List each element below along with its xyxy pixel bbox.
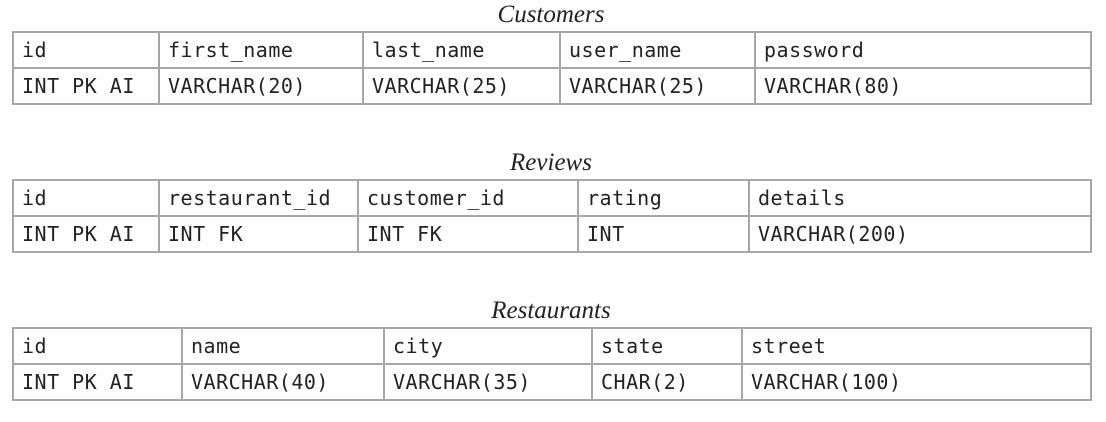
column-type-cell: INT PK AI: [12, 67, 160, 105]
customers-schema: Customers id first_name last_name user_n…: [12, 0, 1092, 105]
column-name-cell: name: [181, 327, 385, 365]
column-name-row: id restaurant_id customer_id rating deta…: [12, 179, 1092, 217]
column-type-cell: INT PK AI: [12, 215, 160, 253]
column-name-cell: street: [741, 327, 1092, 365]
customers-table-title: Customers: [497, 1, 605, 28]
column-name-cell: restaurant_id: [158, 179, 359, 217]
column-type-cell: INT: [577, 215, 750, 253]
column-name-cell: city: [383, 327, 593, 365]
column-name-cell: password: [754, 31, 1092, 69]
column-type-cell: CHAR(2): [591, 363, 743, 401]
column-type-row: INT PK AI INT FK INT FK INT VARCHAR(200): [12, 215, 1092, 253]
column-type-cell: VARCHAR(25): [362, 67, 561, 105]
column-name-cell: state: [591, 327, 743, 365]
column-name-cell: rating: [577, 179, 750, 217]
customers-table: id first_name last_name user_name passwo…: [12, 31, 1092, 105]
column-name-cell: details: [748, 179, 1092, 217]
reviews-schema: Reviews id restaurant_id customer_id rat…: [12, 148, 1092, 253]
column-type-cell: INT PK AI: [12, 363, 183, 401]
restaurants-table: id name city state street INT PK AI VARC…: [12, 327, 1092, 401]
column-type-cell: VARCHAR(20): [158, 67, 364, 105]
column-type-cell: INT FK: [158, 215, 359, 253]
column-name-cell: last_name: [362, 31, 561, 69]
column-type-cell: VARCHAR(80): [754, 67, 1092, 105]
reviews-table: id restaurant_id customer_id rating deta…: [12, 179, 1092, 253]
column-name-row: id first_name last_name user_name passwo…: [12, 31, 1092, 69]
restaurants-table-title: Restaurants: [491, 297, 611, 324]
restaurants-schema: Restaurants id name city state street IN…: [12, 296, 1092, 401]
column-type-cell: INT FK: [357, 215, 579, 253]
column-type-cell: VARCHAR(35): [383, 363, 593, 401]
column-type-cell: VARCHAR(25): [559, 67, 756, 105]
column-name-cell: user_name: [559, 31, 756, 69]
column-name-cell: first_name: [158, 31, 364, 69]
column-type-row: INT PK AI VARCHAR(20) VARCHAR(25) VARCHA…: [12, 67, 1092, 105]
column-type-cell: VARCHAR(40): [181, 363, 385, 401]
column-type-cell: VARCHAR(100): [741, 363, 1092, 401]
column-name-cell: id: [12, 31, 160, 69]
column-name-cell: customer_id: [357, 179, 579, 217]
column-type-row: INT PK AI VARCHAR(40) VARCHAR(35) CHAR(2…: [12, 363, 1092, 401]
reviews-table-title: Reviews: [510, 149, 592, 176]
column-name-cell: id: [12, 179, 160, 217]
column-name-row: id name city state street: [12, 327, 1092, 365]
column-name-cell: id: [12, 327, 183, 365]
column-type-cell: VARCHAR(200): [748, 215, 1092, 253]
